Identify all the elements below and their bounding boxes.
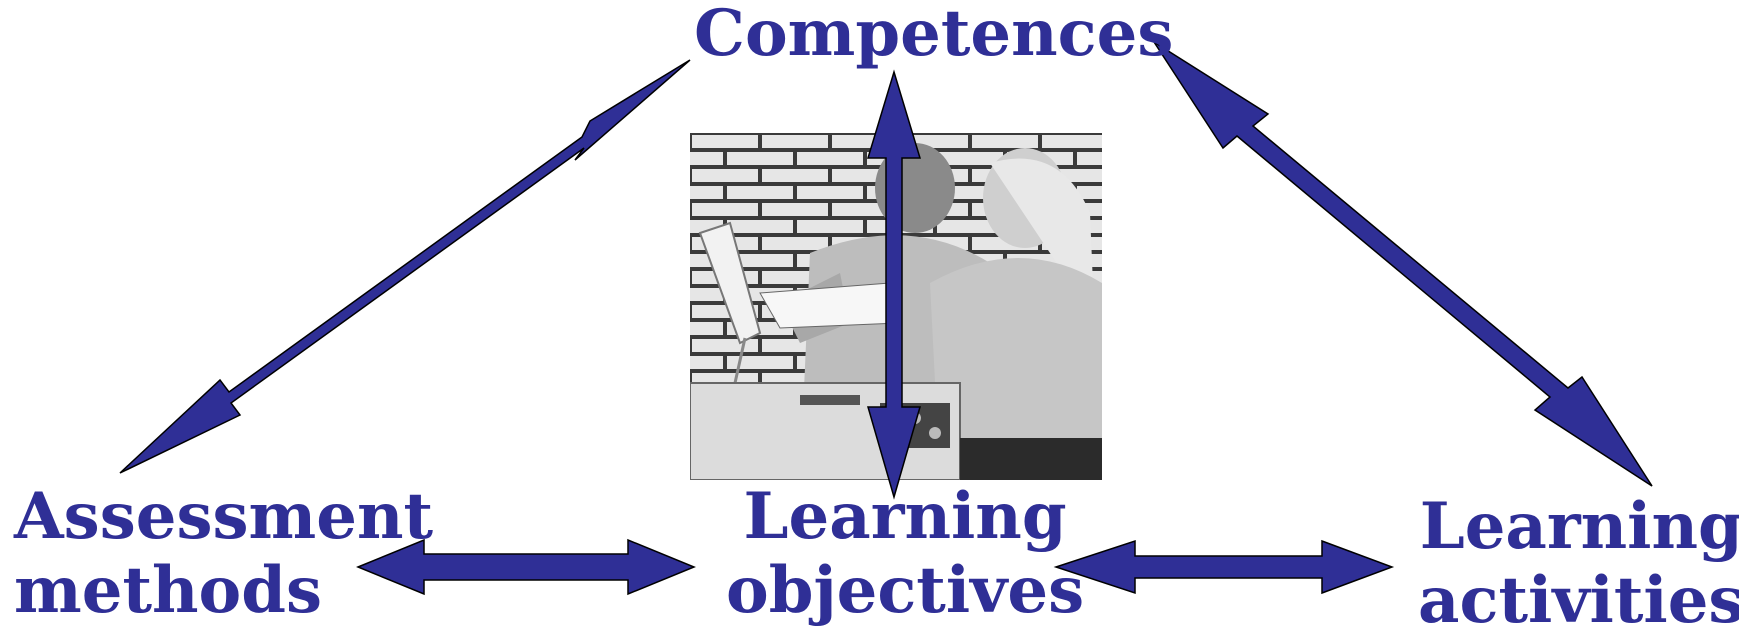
competences-node: Competences (694, 0, 1173, 71)
assessment-label-line2: methods (14, 553, 322, 628)
arrow-competences-assessment (119, 59, 691, 474)
learning-activities-node: Learning activities (1418, 490, 1739, 638)
arrow-competences-activities (1153, 41, 1653, 487)
arrow-assessment-objectives (356, 538, 696, 596)
assessment-methods-node: Assessment methods (14, 480, 433, 628)
activities-label-line1: Learning (1419, 489, 1739, 564)
objectives-label-line2: objectives (726, 553, 1085, 628)
learning-objectives-node: Learning objectives (726, 480, 1084, 628)
assessment-label-line1: Assessment (14, 479, 434, 554)
objectives-label-line1: Learning (743, 479, 1067, 554)
arrow-objectives-activities (1053, 539, 1395, 595)
arrow-competences-objectives (866, 69, 922, 500)
competences-label: Competences (694, 0, 1174, 71)
activities-label-line2: activities (1418, 563, 1739, 638)
